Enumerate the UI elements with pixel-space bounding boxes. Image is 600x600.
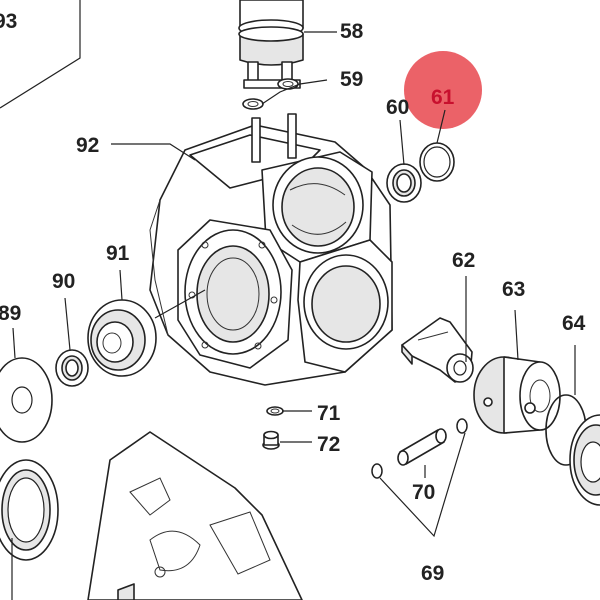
part-89-washer[interactable] [0, 357, 53, 443]
label-91: 91 [106, 242, 130, 265]
label-60: 60 [386, 96, 409, 119]
part-labels: 93 58 59 60 61 92 91 62 90 63 89 64 71 7… [0, 10, 586, 585]
part-69-clips[interactable] [371, 418, 468, 479]
part-92-housing[interactable] [149, 113, 393, 386]
leader-lines [11, 31, 576, 600]
label-69: 69 [421, 562, 444, 585]
part-70-pin[interactable] [397, 428, 447, 466]
part-93-edge [0, 0, 81, 109]
part-72-plug[interactable] [262, 430, 280, 450]
label-93: 93 [0, 10, 17, 33]
label-89: 89 [0, 302, 21, 325]
part-63-piston[interactable] [473, 356, 561, 434]
part-lower-left-seal [0, 459, 59, 561]
part-91-bearing[interactable] [87, 299, 157, 377]
label-61: 61 [431, 86, 455, 109]
part-62-connecting-rod[interactable] [401, 317, 474, 383]
label-59: 59 [340, 68, 363, 91]
label-58: 58 [340, 20, 364, 43]
label-90: 90 [52, 270, 75, 293]
label-62: 62 [452, 249, 475, 272]
part-right-piston-cup [569, 414, 600, 506]
label-70: 70 [412, 481, 435, 504]
label-71: 71 [317, 402, 341, 425]
part-cover-plate [87, 431, 303, 600]
label-92: 92 [76, 134, 99, 157]
part-71-oring[interactable] [266, 406, 284, 416]
label-63: 63 [502, 278, 525, 301]
label-72: 72 [317, 433, 340, 456]
part-61-snap-ring[interactable] [419, 142, 455, 182]
part-58-cylinder[interactable] [238, 0, 304, 89]
part-90-washer[interactable] [55, 349, 89, 387]
highlight-marker [404, 51, 482, 129]
part-60-seal[interactable] [386, 163, 422, 203]
label-64: 64 [562, 312, 586, 335]
